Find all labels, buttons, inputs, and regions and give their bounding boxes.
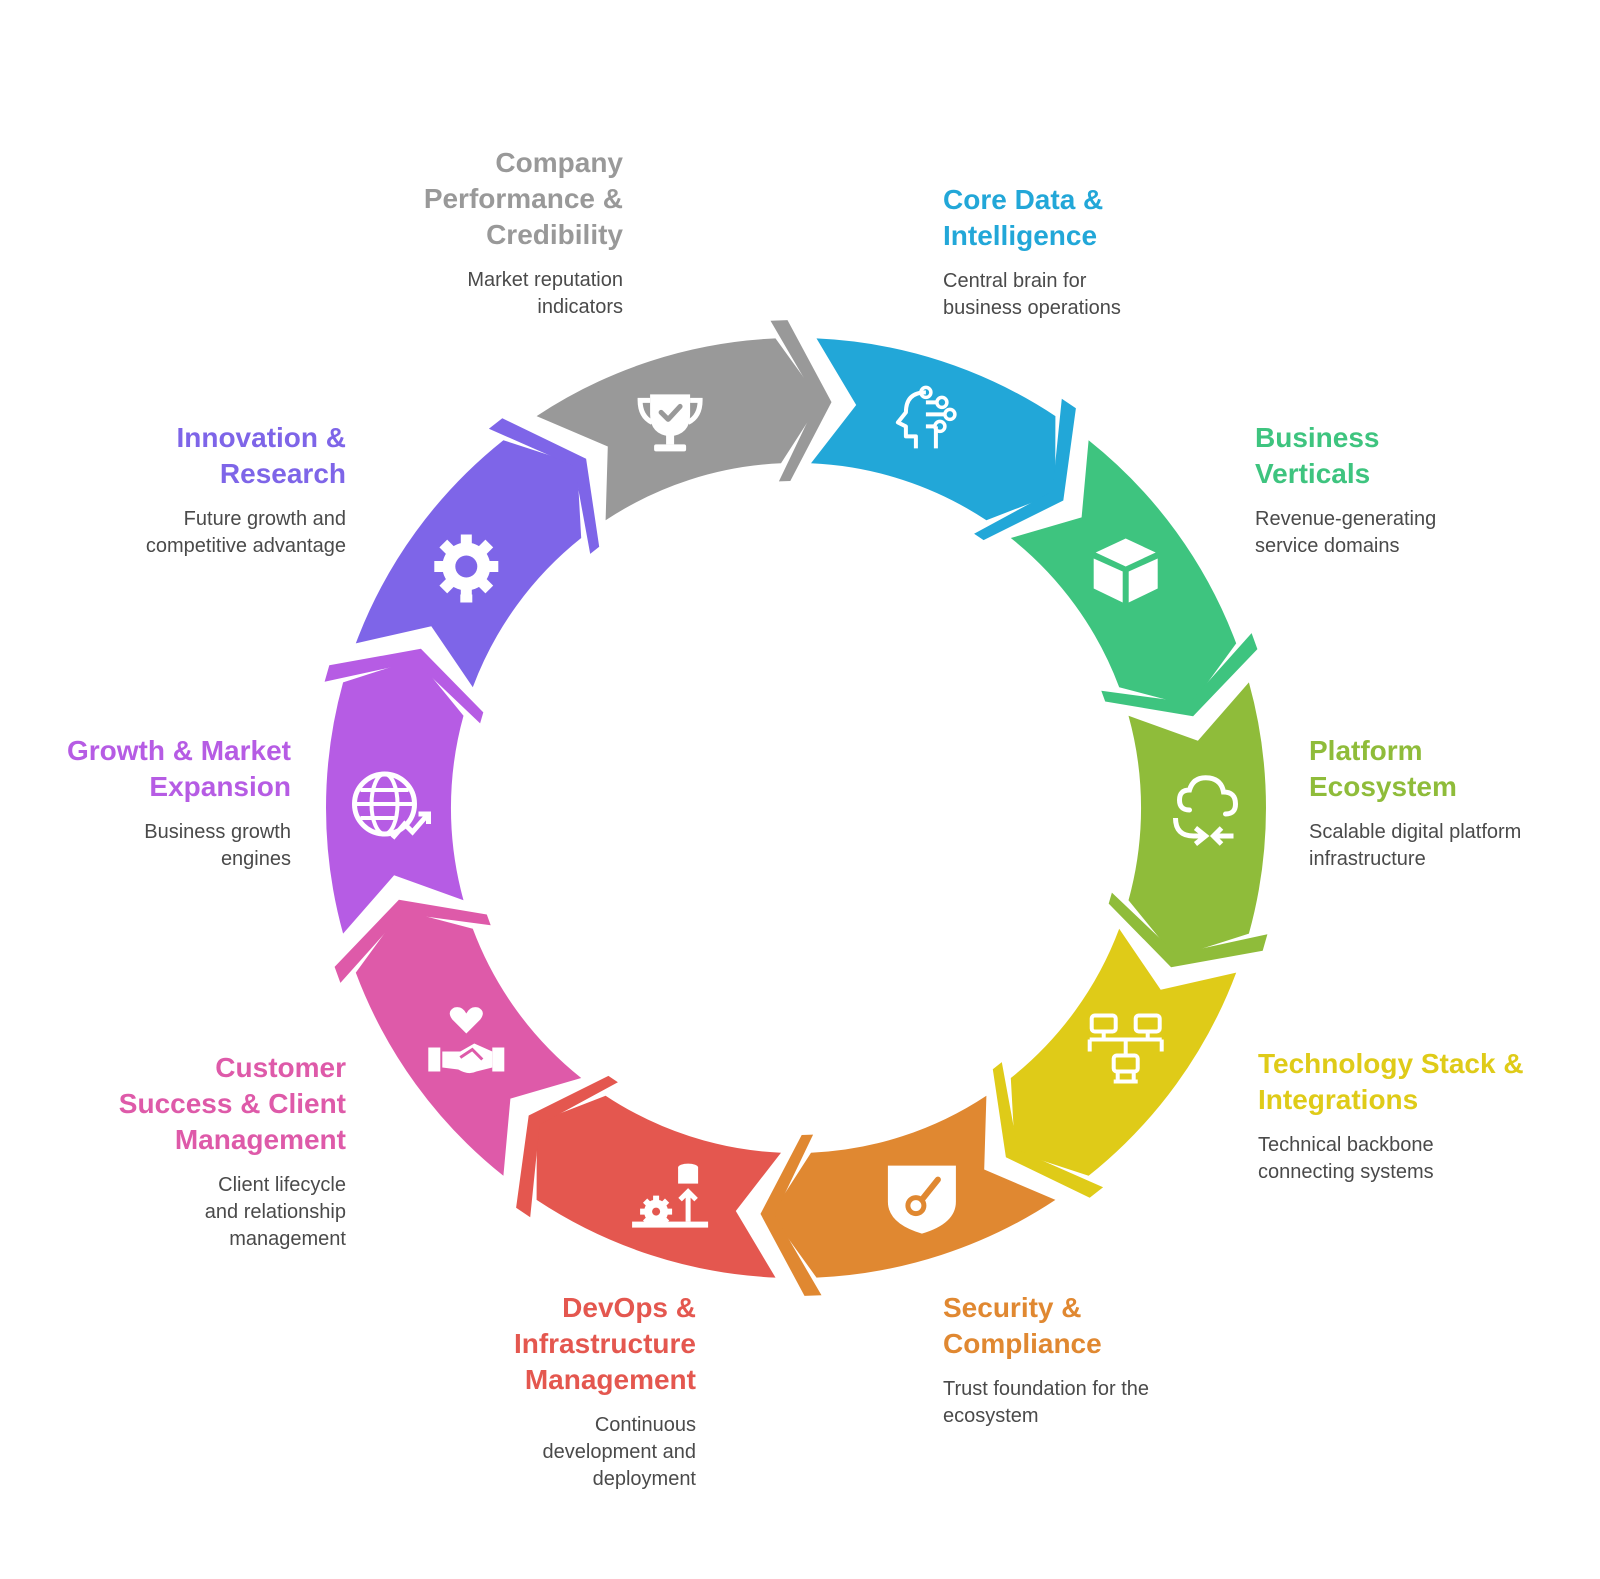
label-platform: Platform Ecosystem Scalable digital plat… [1309, 733, 1594, 873]
connector-customer [334, 899, 491, 983]
connector-innovation [488, 418, 600, 554]
segment-core [811, 338, 1056, 521]
connector-tech [992, 1062, 1104, 1198]
desc-performance: Market reputation indicators [467, 269, 623, 318]
brain-network-icon [895, 385, 957, 449]
gear-deploy-icon [632, 1163, 709, 1228]
title-tech: Technology Stack & Integrations [1258, 1048, 1524, 1115]
desc-growth: Business growth engines [144, 821, 291, 870]
label-performance: Company Performance & Credibility Market… [380, 145, 623, 321]
shield-key-icon [887, 1165, 956, 1234]
label-customer: Customer Success & Client Management Cli… [96, 1050, 346, 1253]
title-platform: Platform Ecosystem [1309, 735, 1457, 802]
label-tech: Technology Stack & Integrations Technica… [1258, 1046, 1578, 1186]
label-core: Core Data & Intelligence Central brain f… [943, 182, 1243, 322]
segment-platform [1128, 682, 1266, 958]
desc-security: Trust foundation for the ecosystem [943, 1378, 1150, 1427]
segment-growth [326, 658, 464, 934]
connector-core [974, 398, 1076, 541]
desc-customer: Client lifecycle and relationship manage… [204, 1174, 346, 1250]
title-innovation: Innovation & Research [176, 422, 346, 489]
segment-devops [536, 1095, 781, 1278]
connector-verticals [1101, 633, 1258, 717]
cube-icon [1093, 538, 1158, 603]
desc-devops: Continuous development and deployment [542, 1414, 696, 1490]
desc-innovation: Future growth and competitive advantage [145, 508, 346, 557]
network-nodes-icon [1087, 1013, 1164, 1084]
title-security: Security & Compliance [943, 1292, 1102, 1359]
desc-core: Central brain for business operations [943, 270, 1121, 319]
trophy-check-icon [637, 394, 703, 452]
segment-verticals [1010, 440, 1237, 706]
cloud-sync-icon [1173, 775, 1239, 846]
title-devops: DevOps & Infrastructure Management [513, 1292, 696, 1395]
connector-security [760, 1134, 822, 1296]
gear-bulb-icon [434, 534, 499, 603]
label-innovation: Innovation & Research Future growth and … [96, 420, 346, 560]
label-growth: Growth & Market Expansion Business growt… [40, 733, 291, 873]
title-growth: Growth & Market Expansion [66, 735, 291, 802]
desc-platform: Scalable digital platform infrastructure [1309, 821, 1522, 870]
segment-customer [355, 910, 582, 1176]
globe-growth-icon [352, 771, 431, 840]
connector-growth [324, 648, 484, 724]
connector-performance [770, 320, 832, 482]
connector-devops [516, 1075, 618, 1218]
title-verticals: Business Verticals [1255, 422, 1380, 489]
segment-tech [1010, 928, 1237, 1176]
desc-tech: Technical backbone connecting systems [1258, 1134, 1434, 1183]
label-security: Security & Compliance Trust foundation f… [943, 1290, 1223, 1430]
title-customer: Customer Success & Client Management [118, 1052, 346, 1155]
label-verticals: Business Verticals Revenue-generating se… [1255, 420, 1515, 560]
label-devops: DevOps & Infrastructure Management Conti… [440, 1290, 696, 1493]
handshake-heart-icon [428, 1007, 505, 1074]
desc-verticals: Revenue-generating service domains [1255, 508, 1437, 557]
title-core: Core Data & Intelligence [943, 184, 1104, 251]
title-performance: Company Performance & Credibility [423, 147, 623, 250]
connector-platform [1108, 892, 1268, 968]
